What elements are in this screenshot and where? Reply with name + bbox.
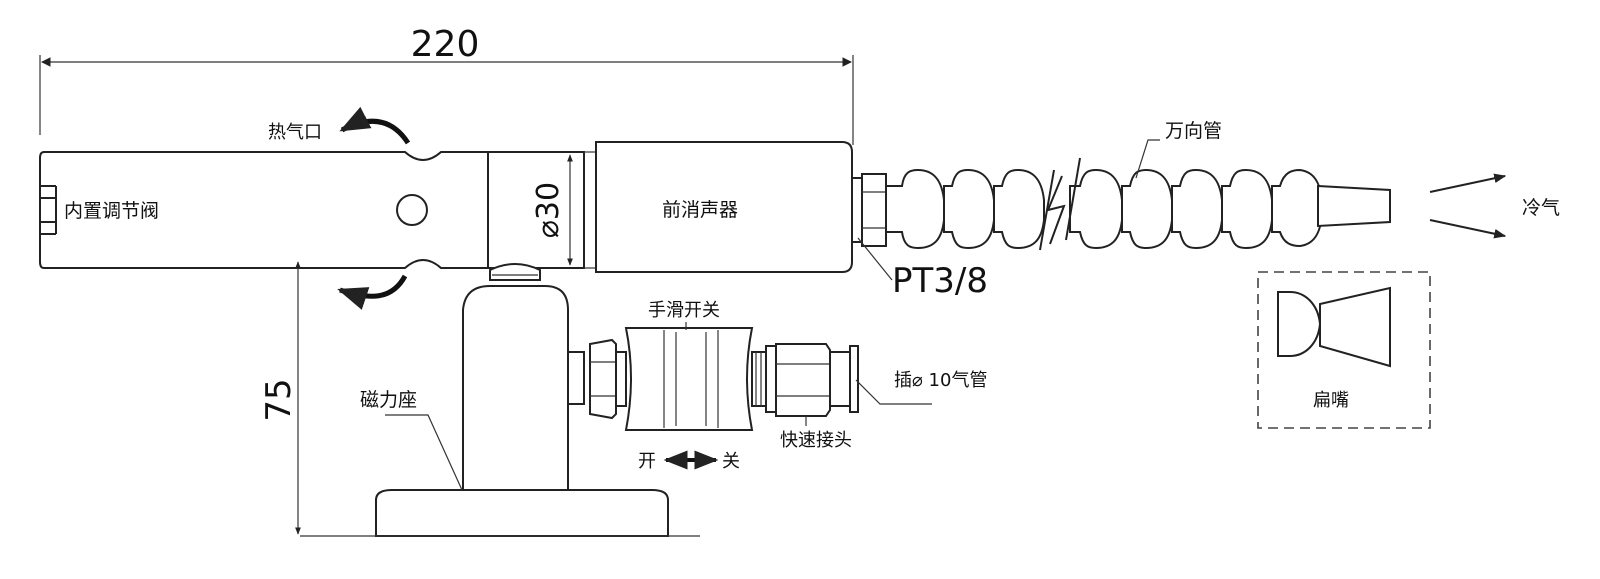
flat-nozzle-label: 扁嘴: [1313, 390, 1349, 411]
height-dimension: 75: [259, 261, 301, 535]
valve-body: 内置调节阀: [39, 151, 489, 269]
magnet-base-label: 磁力座: [360, 389, 417, 411]
hot-outlet-label: 热气口: [268, 122, 322, 143]
length-value: 220: [411, 24, 480, 65]
length-dimension: 220: [39, 24, 854, 145]
hot-air-arrows: 热气口: [268, 106, 411, 310]
cold-air-label: 冷气: [1522, 197, 1560, 219]
universal-tube-label: 万向管: [1165, 120, 1222, 142]
quick-coupler-label: 快速接头: [780, 430, 852, 451]
diameter-value: ⌀30: [531, 182, 566, 238]
cold-air-arrows: 冷气: [1429, 173, 1560, 239]
valve-label: 内置调节阀: [64, 200, 159, 222]
flat-nozzle-inset: 扁嘴: [1257, 271, 1431, 429]
front-muffler: 前消声器: [595, 141, 853, 273]
close-label: 关: [722, 451, 740, 472]
open-close-indicator: 开 关: [638, 450, 740, 472]
open-label: 开: [638, 451, 656, 472]
hose-inlet: 插⌀ 10气管: [855, 370, 987, 405]
hand-switch-label: 手滑开关: [648, 300, 720, 321]
universal-tube: 万向管: [885, 120, 1324, 251]
muffler-label: 前消声器: [662, 199, 738, 221]
cone-nozzle: [1317, 184, 1391, 228]
hand-switch: 手滑开关: [567, 300, 754, 431]
hose-inlet-label: 插⌀ 10气管: [894, 370, 987, 391]
magnet-base: 磁力座: [300, 263, 700, 537]
quick-coupler: 快速接头: [751, 343, 859, 451]
thread-label: PT3/8: [892, 261, 988, 301]
middle-section: ⌀30: [487, 151, 600, 269]
height-value: 75: [259, 378, 299, 421]
thread-fitting: PT3/8: [851, 173, 988, 301]
